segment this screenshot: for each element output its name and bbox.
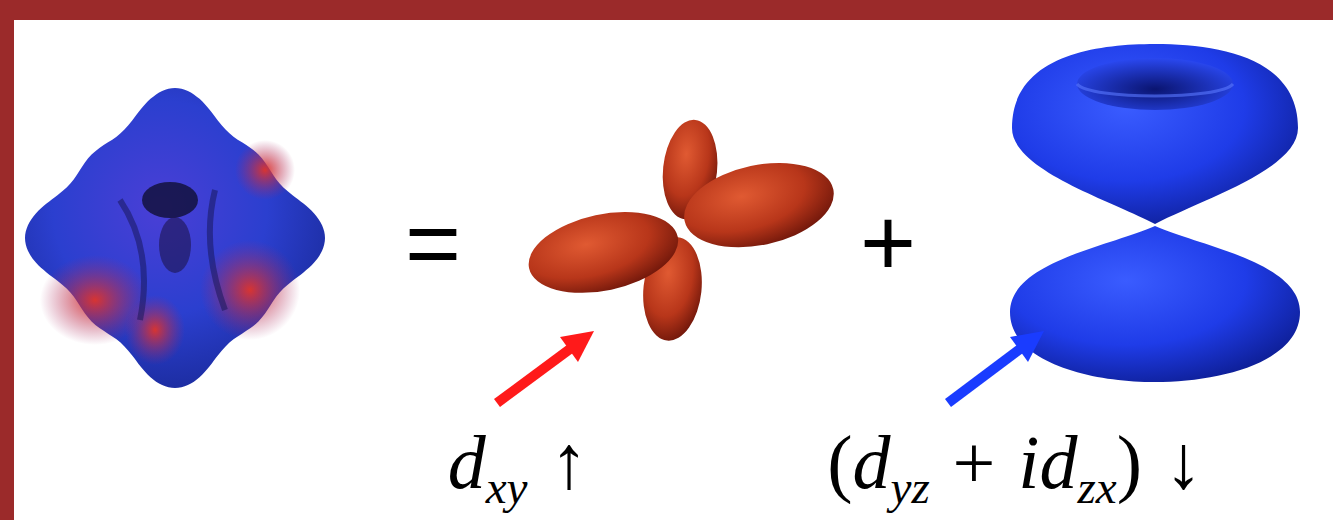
subscript: zx xyxy=(1077,461,1116,513)
equals-sign: = xyxy=(405,189,461,296)
subscript: yz xyxy=(891,461,930,513)
formula-symbol: d xyxy=(1039,420,1077,504)
spin-down-arrow: ↓ xyxy=(1165,420,1203,504)
equals-sign: = xyxy=(405,185,461,300)
formula-dxy-up: dxy ↑ xyxy=(448,417,589,516)
formula-symbol: d xyxy=(448,420,486,504)
plus-sign: + xyxy=(860,189,916,296)
formula-symbol: d xyxy=(853,420,891,504)
dyz-idzx-orbital xyxy=(1010,44,1300,382)
formula-symbol: i xyxy=(1018,420,1039,504)
formula-symbol: ) xyxy=(1117,420,1142,504)
plus-sign: + xyxy=(860,185,916,300)
blue-pointer-arrow xyxy=(948,331,1044,403)
side-bar xyxy=(0,20,14,520)
dxy-orbital xyxy=(504,87,858,375)
mixed-orbital xyxy=(25,88,325,388)
formula-dyz-dzx-down: (dyz+idzx)↓ xyxy=(827,417,1203,516)
formula-symbol: ( xyxy=(827,420,852,504)
title-bar xyxy=(0,0,1333,20)
spin-up-arrow: ↑ xyxy=(550,420,588,504)
subscript: xy xyxy=(486,461,528,513)
red-pointer-arrow xyxy=(497,331,594,403)
formula-symbol: + xyxy=(953,420,996,504)
